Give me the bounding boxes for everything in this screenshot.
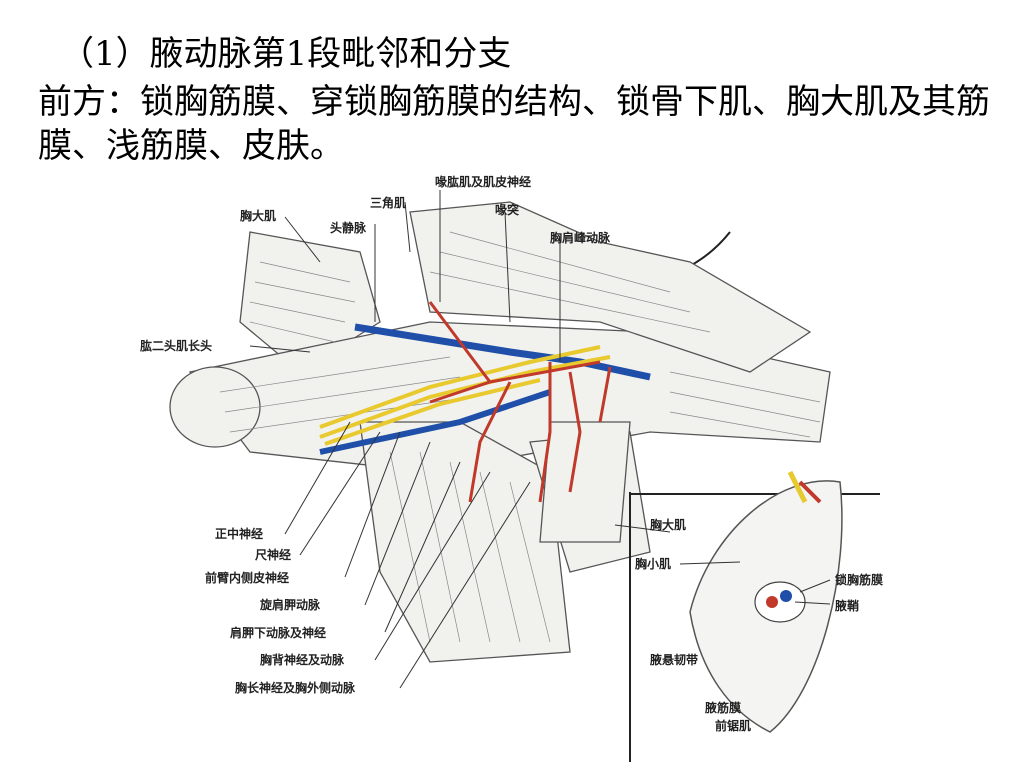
vein-line-lower <box>319 389 551 455</box>
inset-vein <box>780 590 792 602</box>
label-pectoralis-major: 胸大肌 <box>240 208 276 223</box>
inset-nerve <box>787 470 808 504</box>
label-biceps-long-head: 肱二头肌长头 <box>140 338 212 353</box>
label-median-nerve: 正中神经 <box>215 526 263 541</box>
label-inset-pectoralis-major: 胸大肌 <box>650 517 686 532</box>
label-axillary-sheath: 腋鞘 <box>835 598 859 613</box>
muscle-mass <box>169 201 831 663</box>
label-ulnar-nerve: 尺神经 <box>255 547 291 562</box>
inset-artery <box>766 596 778 608</box>
label-coracobrachialis-nerve: 喙肱肌及肌皮神经 <box>435 174 531 189</box>
label-serratus-anterior: 前锯肌 <box>715 718 751 733</box>
label-coracoid: 喙突 <box>495 202 519 217</box>
slide-paragraph: 前方：锁胸筋膜、穿锁胸筋膜的结构、锁骨下肌、胸大肌及其筋膜、浅筋膜、皮肤。 <box>38 82 990 166</box>
anatomy-illustration: 胸大肌 头静脉 三角肌 喙肱肌及肌皮神经 喙突 胸肩峰动脉 肱二头肌长头 正中神… <box>130 172 990 762</box>
label-long-thoracic: 胸长神经及胸外侧动脉 <box>235 680 356 695</box>
label-subscapular-artery-nerve: 肩胛下动脉及神经 <box>230 625 326 640</box>
label-clavipectoral-fascia: 锁胸筋膜 <box>835 572 883 587</box>
label-inset-pectoralis-minor: 胸小肌 <box>635 556 671 571</box>
label-cephalic-vein: 头静脉 <box>330 220 367 235</box>
label-circumflex-scapular-artery: 旋肩胛动脉 <box>259 597 321 612</box>
label-axillary-fascia: 腋筋膜 <box>705 700 741 715</box>
inset-cross-section <box>629 470 880 762</box>
inset-vessel-sheath <box>754 581 806 623</box>
label-suspensory-ligament: 腋悬韧带 <box>650 652 698 667</box>
slide-heading: （1）腋动脉第1段毗邻和分支 <box>60 34 512 74</box>
label-medial-antebrachial-cutaneous: 前臂内侧皮神经 <box>205 570 289 585</box>
artery-branches <box>428 301 612 503</box>
label-thoracoacromial-artery: 胸肩峰动脉 <box>550 230 611 245</box>
label-deltoid: 三角肌 <box>370 195 406 210</box>
label-thoracodorsal: 胸背神经及动脉 <box>260 652 345 667</box>
